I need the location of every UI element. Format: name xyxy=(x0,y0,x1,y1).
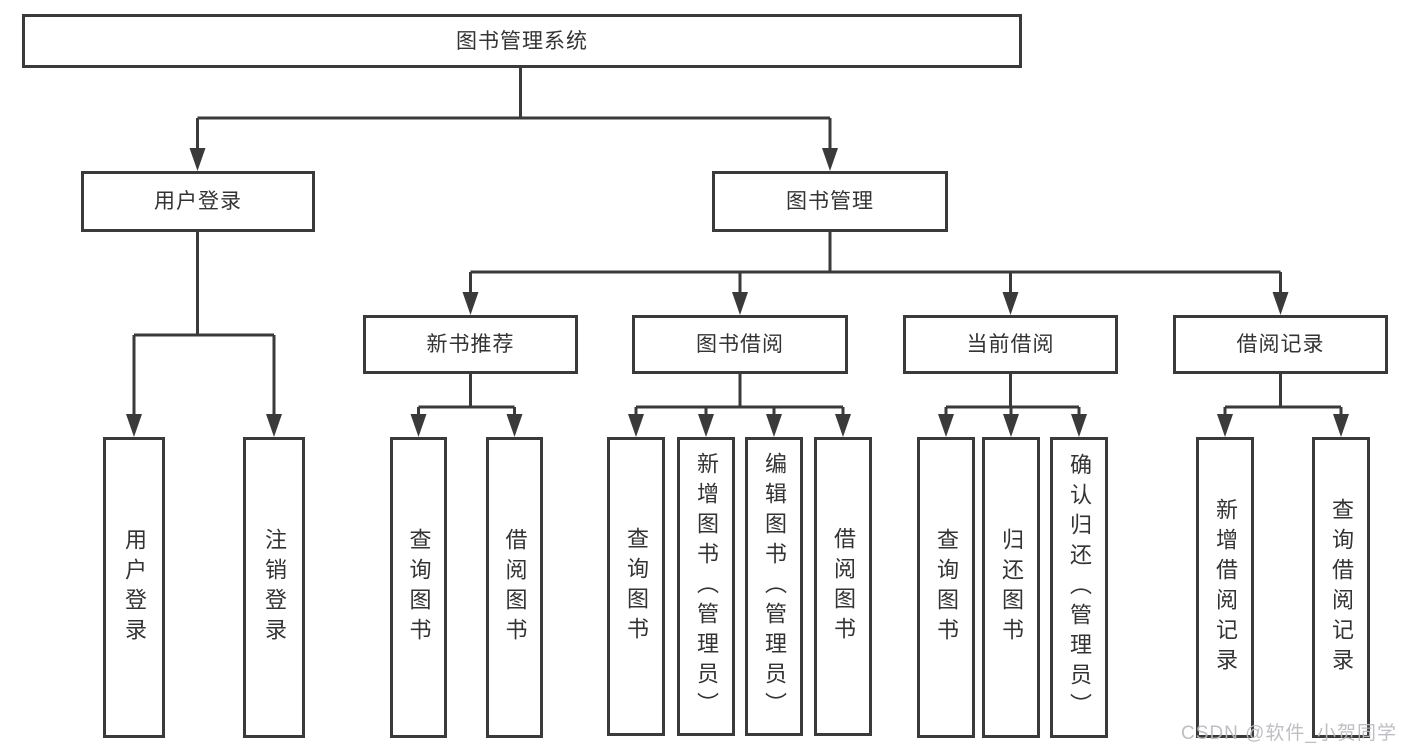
leaf-user-login: 用户登录 xyxy=(103,437,165,738)
connector-records xyxy=(1223,374,1343,417)
arrowhead-icon xyxy=(410,414,427,437)
leaf-borrow-edit-books-admin: 编辑图书（管理员） xyxy=(745,437,803,736)
leaf-logout: 注销登录 xyxy=(243,437,305,738)
arrowhead-icon xyxy=(1333,414,1349,437)
leaf-recommend-borrow-books: 借阅图书 xyxy=(486,437,543,738)
leaf-records-add-record: 新增借阅记录 xyxy=(1196,437,1254,738)
node-borrow-records: 借阅记录 xyxy=(1173,315,1388,374)
arrowhead-icon xyxy=(1002,292,1019,315)
connector-recommend xyxy=(417,374,516,417)
leaf-borrow-borrow-books: 借阅图书 xyxy=(814,437,872,736)
node-new-book-recommend: 新书推荐 xyxy=(363,315,578,374)
arrowhead-icon xyxy=(266,414,282,437)
arrowhead-icon xyxy=(189,148,206,171)
leaf-current-confirm-return-admin: 确认归还（管理员） xyxy=(1050,437,1108,738)
leaf-borrow-add-books-admin: 新增图书（管理员） xyxy=(677,437,735,736)
arrowhead-icon xyxy=(835,414,851,437)
leaf-records-query-record: 查询借阅记录 xyxy=(1312,437,1370,738)
leaf-current-return-books: 归还图书 xyxy=(982,437,1040,738)
arrowhead-icon xyxy=(1003,414,1019,437)
connector-book-management xyxy=(469,232,1282,295)
leaf-recommend-query-books: 查询图书 xyxy=(390,437,447,738)
node-current-borrow: 当前借阅 xyxy=(903,315,1118,374)
arrowhead-icon xyxy=(1071,414,1087,437)
node-user-login-branch: 用户登录 xyxy=(81,171,315,232)
connector-root xyxy=(196,68,832,151)
arrowhead-icon xyxy=(698,414,714,437)
leaf-current-query-books: 查询图书 xyxy=(917,437,975,738)
node-library-system: 图书管理系统 xyxy=(22,14,1022,68)
arrowhead-icon xyxy=(1217,414,1233,437)
arrowhead-icon xyxy=(126,414,142,437)
arrowhead-icon xyxy=(462,292,479,315)
arrowhead-icon xyxy=(766,414,782,437)
connector-borrow xyxy=(634,374,845,417)
node-book-management: 图书管理 xyxy=(712,171,948,232)
arrowhead-icon xyxy=(822,148,838,171)
connector-current xyxy=(944,374,1081,417)
arrowhead-icon xyxy=(506,414,523,437)
arrowhead-icon xyxy=(628,414,644,437)
connector-user-login xyxy=(132,232,276,417)
arrowhead-icon xyxy=(1272,292,1289,315)
leaf-borrow-query-books: 查询图书 xyxy=(607,437,665,736)
node-book-borrow: 图书借阅 xyxy=(632,315,848,374)
arrowhead-icon xyxy=(732,292,748,315)
arrowhead-icon xyxy=(938,414,954,437)
watermark-text: CSDN @软件_小贺同学 xyxy=(1181,723,1397,744)
